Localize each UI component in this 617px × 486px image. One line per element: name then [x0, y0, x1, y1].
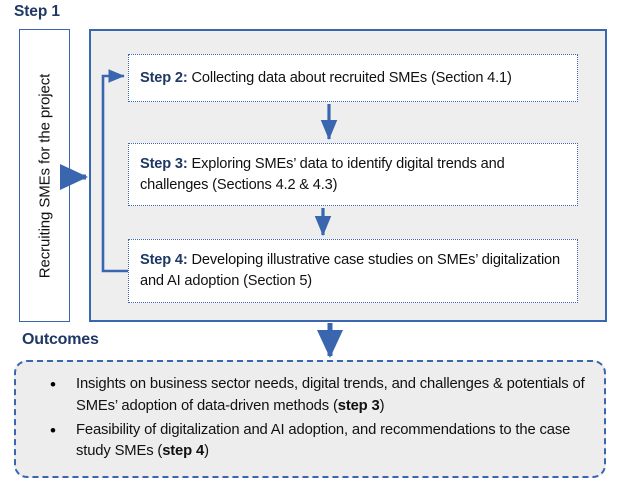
- step-2-lead: Step 2:: [140, 69, 188, 86]
- step-3-body: Exploring SMEs’ data to identify digital…: [140, 155, 505, 193]
- outcomes-label: Outcomes: [22, 331, 99, 348]
- step-3-text: Step 3: Exploring SMEs’ data to identify…: [140, 154, 566, 195]
- outcomes-list: Insights on business sector needs, digit…: [30, 373, 590, 464]
- step-1-label: Step 1: [14, 3, 60, 20]
- outcome-1-prefix: Insights on business sector needs, digit…: [76, 376, 585, 414]
- outcome-1-suffix: ): [379, 397, 385, 414]
- outcome-item: Insights on business sector needs, digit…: [30, 373, 590, 418]
- outcomes-box: Insights on business sector needs, digit…: [14, 360, 606, 478]
- outcome-2-emphasis: step 4: [162, 443, 205, 460]
- step-2-body: Collecting data about recruited SMEs (Se…: [187, 69, 512, 86]
- step-4-text: Step 4: Developing illustrative case stu…: [140, 250, 566, 291]
- step-2-box: Step 2: Collecting data about recruited …: [128, 54, 578, 102]
- step-4-box: Step 4: Developing illustrative case stu…: [128, 239, 578, 303]
- step-3-lead: Step 3:: [140, 155, 188, 172]
- outcome-2-suffix: ): [204, 443, 209, 460]
- recruiting-smes-label: Recruiting SMEs for the project: [36, 73, 53, 278]
- step-3-box: Step 3: Exploring SMEs’ data to identify…: [128, 143, 578, 206]
- recruiting-smes-box: Recruiting SMEs for the project: [19, 29, 70, 322]
- outcome-1-emphasis: step 3: [337, 397, 380, 414]
- step-4-body: Developing illustrative case studies on …: [140, 252, 560, 289]
- outcome-2-prefix: Feasibility of digitalization and AI ado…: [76, 421, 571, 460]
- step-2-text: Step 2: Collecting data about recruited …: [140, 68, 512, 89]
- step-4-lead: Step 4:: [140, 252, 188, 269]
- outcome-item: Feasibility of digitalization and AI ado…: [30, 419, 590, 464]
